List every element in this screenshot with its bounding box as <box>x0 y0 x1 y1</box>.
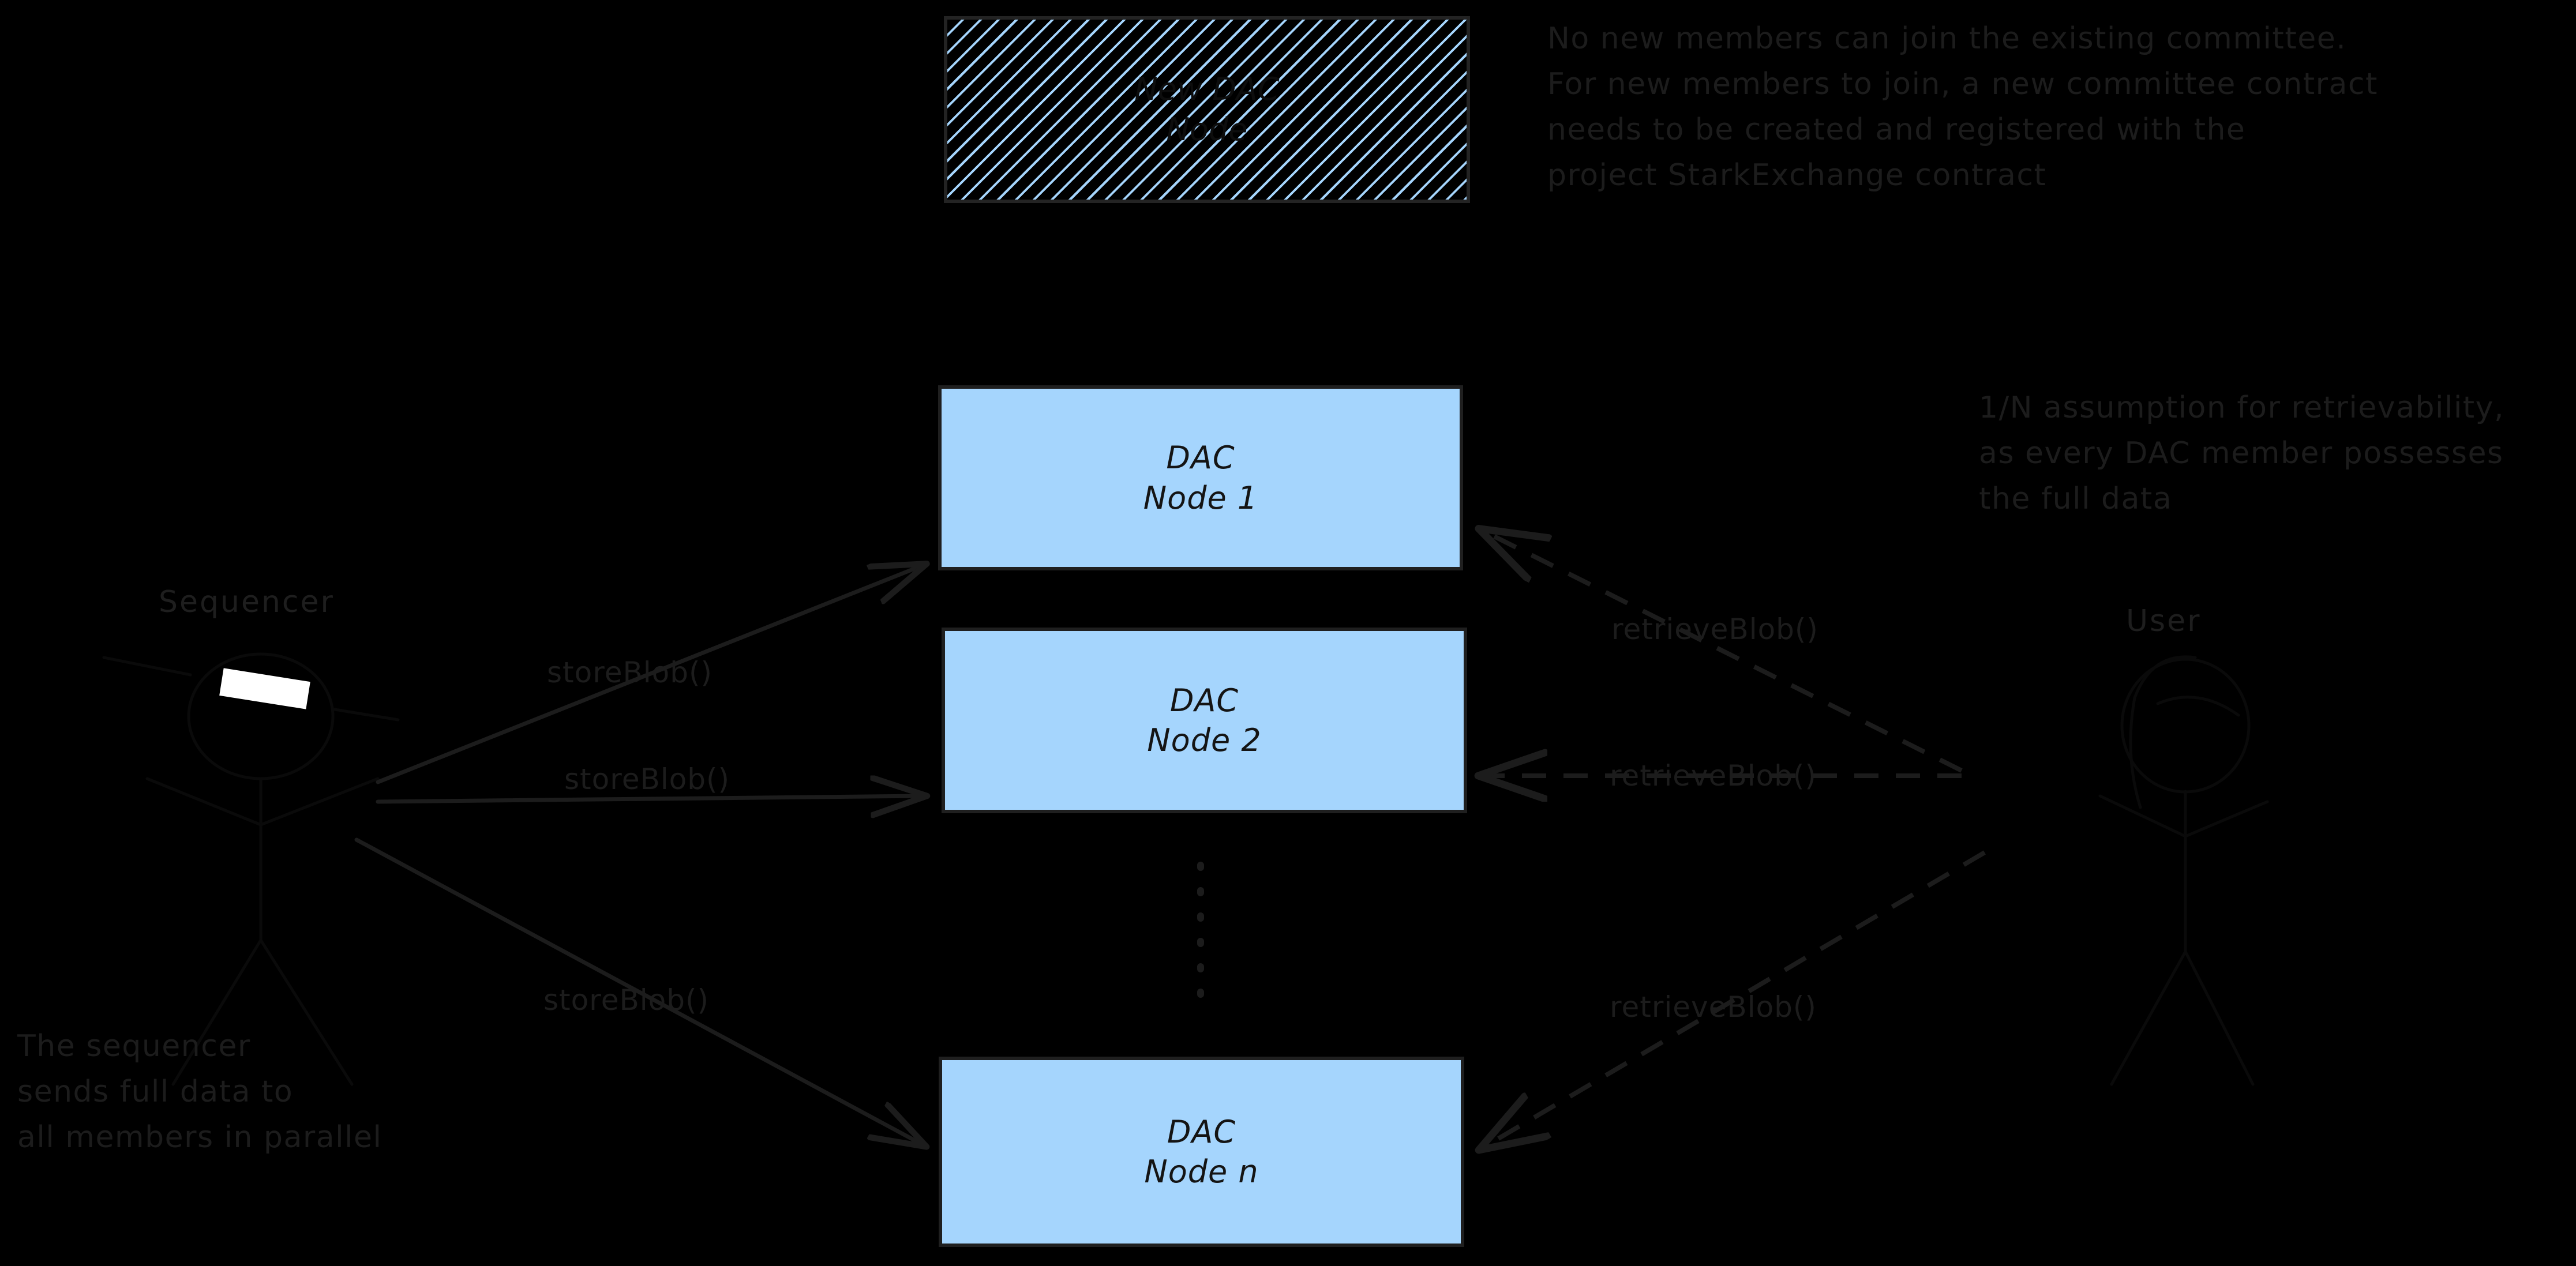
retrieve-edge-1-label: retrieveBlob() <box>1611 613 1818 646</box>
store-edge-2 <box>376 796 923 802</box>
dac-node-1-title: DAC <box>1166 439 1235 476</box>
store-edge-2-label: storeBlob() <box>564 762 730 796</box>
retrieve-edge-n-label: retrieveBlob() <box>1610 990 1817 1024</box>
store-edge-1-label: storeBlob() <box>547 656 713 689</box>
sequencer-screen-tag <box>219 668 310 709</box>
user-figure <box>2098 655 2269 1086</box>
committee-note: No new members can join the existing com… <box>1547 21 2378 193</box>
user-label: User <box>2126 604 2202 638</box>
dac-node-2-subtitle: Node 2 <box>1147 722 1262 758</box>
retrieve-edge-2-label: retrieveBlob() <box>1610 759 1817 792</box>
dac-node-1-subtitle: Node 1 <box>1143 479 1258 516</box>
retrievability-note: 1/N assumption for retrievability, as ev… <box>1979 390 2504 517</box>
dac-node-n-box[interactable]: DAC Node n <box>939 1057 1464 1247</box>
sequencer-label: Sequencer <box>159 585 335 619</box>
new-dac-node-subtitle: Node <box>1166 111 1248 148</box>
dac-node-2-title: DAC <box>1169 682 1239 719</box>
dac-node-2-box[interactable]: DAC Node 2 <box>942 628 1467 813</box>
new-dac-node-box: New DAC Node <box>944 16 1470 203</box>
dac-node-1-box[interactable]: DAC Node 1 <box>938 385 1463 570</box>
retrieve-edge-1 <box>1483 531 1963 773</box>
dac-node-n-title: DAC <box>1167 1113 1236 1150</box>
sequencer-note: The sequencer sends full data to all mem… <box>17 1029 383 1155</box>
dac-node-n-subtitle: Node n <box>1144 1154 1259 1190</box>
sequencer-figure <box>102 652 400 1086</box>
store-edge-n-label: storeBlob() <box>543 983 710 1017</box>
new-dac-node-title: New DAC <box>1134 70 1280 107</box>
